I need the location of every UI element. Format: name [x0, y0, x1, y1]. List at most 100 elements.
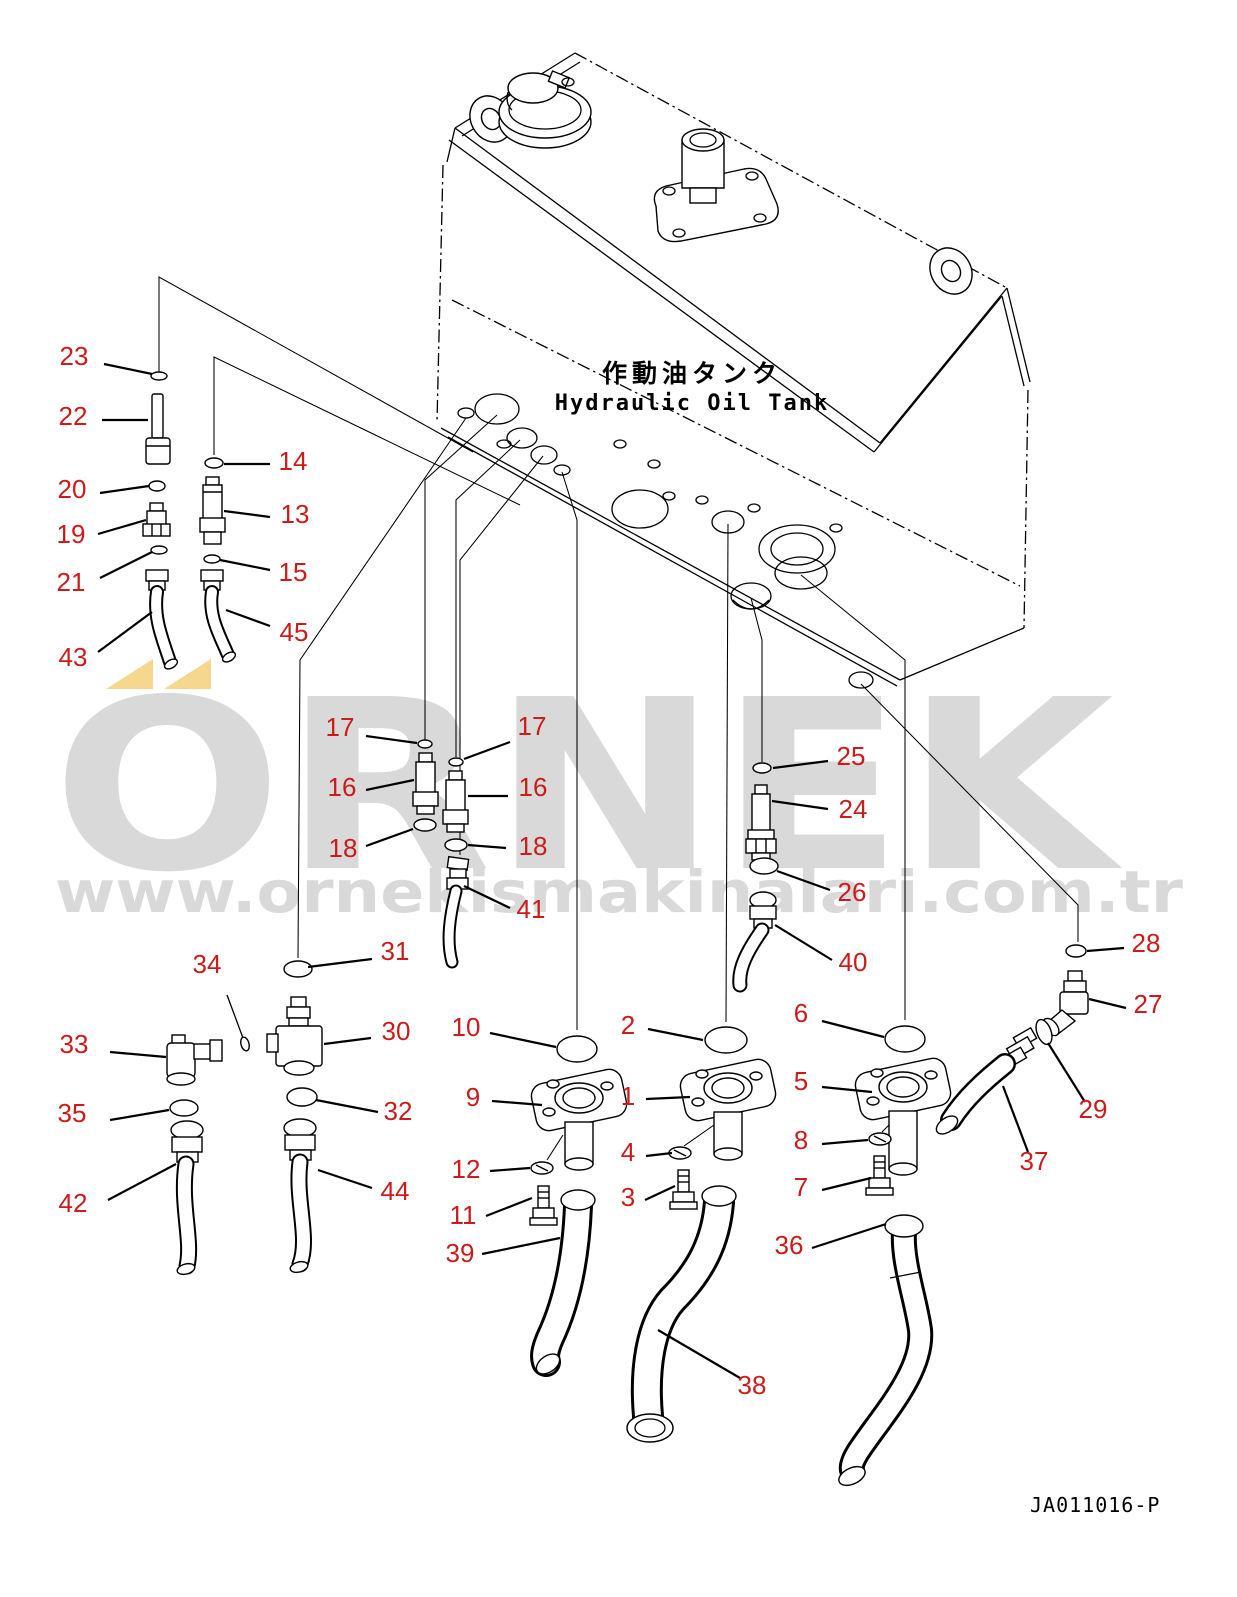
part-oring-32	[286, 1087, 318, 1107]
leader-line-39	[481, 1236, 561, 1256]
callout-number-21: 21	[57, 567, 86, 597]
callout-number-42: 42	[59, 1188, 88, 1218]
leader-line-6	[821, 1019, 885, 1039]
callout-number-43: 43	[59, 642, 88, 672]
leader-line-33	[109, 1050, 167, 1059]
diagram-title-english: Hydraulic Oil Tank	[555, 391, 829, 416]
leader-line-40	[774, 924, 833, 961]
callout-number-22: 22	[59, 401, 88, 431]
part-oring-10	[556, 1035, 598, 1063]
leader-line-5	[821, 1085, 873, 1094]
callout-number-25: 25	[837, 741, 866, 771]
callout-number-27: 27	[1134, 989, 1163, 1019]
callout-number-29: 29	[1079, 1094, 1108, 1124]
leader-line-19	[97, 518, 147, 536]
callout-number-13: 13	[281, 499, 310, 529]
callout-number-8: 8	[794, 1125, 808, 1155]
callout-number-17: 17	[518, 711, 547, 741]
callout-number-18: 18	[329, 833, 358, 863]
callout-number-39: 39	[446, 1238, 475, 1268]
part-bolt-7	[865, 1155, 894, 1196]
part-oring-6	[884, 1025, 926, 1053]
leader-line-18	[365, 827, 414, 848]
callout-layer: 2322201921431413154517161817161841313430…	[57, 341, 1163, 1400]
leader-line-10	[489, 1031, 557, 1049]
part-ring-28	[1065, 944, 1087, 958]
leader-line-12	[489, 1166, 531, 1173]
part-hose-37	[935, 1026, 1038, 1135]
leader-line-17	[365, 734, 418, 745]
callout-number-18: 18	[519, 831, 548, 861]
callout-number-10: 10	[452, 1012, 481, 1042]
watermark-url: www.ornekismakinalari.com.tr	[55, 858, 1183, 926]
callout-number-45: 45	[280, 617, 309, 647]
leader-line-13	[223, 509, 271, 519]
callout-number-28: 28	[1132, 928, 1161, 958]
part-hose-40	[732, 891, 777, 993]
part-bolt-3	[669, 1169, 698, 1210]
diagram-title-japanese: 作動油タンク	[602, 359, 782, 388]
callout-number-15: 15	[279, 557, 308, 587]
part-hose-39	[530, 1189, 596, 1377]
leader-line-9	[491, 1099, 543, 1107]
callout-number-32: 32	[384, 1096, 413, 1126]
leader-line-25	[772, 759, 829, 770]
part-hose-43	[145, 569, 179, 670]
part-ring-14	[204, 457, 224, 469]
part-ring-25	[752, 762, 772, 774]
part-ring-17-left	[417, 739, 433, 749]
part-hose-38	[626, 1185, 737, 1443]
filler-cap	[498, 70, 592, 149]
leader-line-23	[103, 362, 153, 376]
callout-number-23: 23	[60, 341, 89, 371]
part-hose-44	[283, 1118, 317, 1274]
callout-number-19: 19	[57, 519, 86, 549]
leader-line-2	[647, 1027, 704, 1042]
leader-line-35	[109, 1108, 170, 1122]
part-valve-30	[266, 996, 323, 1076]
leader-line-20	[99, 484, 150, 495]
part-fitting-16-left	[412, 752, 439, 815]
leader-line-18	[467, 843, 507, 850]
callout-number-17: 17	[326, 712, 355, 742]
drawing-number: JA011016-P	[1030, 1493, 1160, 1517]
callout-number-37: 37	[1020, 1146, 1049, 1176]
callout-number-35: 35	[58, 1098, 87, 1128]
callout-number-26: 26	[838, 877, 867, 907]
part-ring-17-right	[448, 757, 464, 767]
leader-line-8	[821, 1138, 869, 1146]
part-fitting-13	[199, 476, 226, 545]
callout-number-3: 3	[621, 1182, 635, 1212]
callout-number-6: 6	[794, 998, 808, 1028]
tank-ports	[457, 393, 874, 689]
leader-line-27	[1088, 997, 1127, 1010]
leader-line-15	[219, 558, 271, 572]
callout-number-20: 20	[58, 474, 87, 504]
exploded-parts	[142, 371, 1089, 1487]
part-oring-35	[169, 1099, 199, 1117]
part-elbow-33	[166, 1034, 223, 1086]
part-flange-5	[854, 1057, 952, 1176]
leader-line-36	[811, 1222, 887, 1250]
leader-line-11	[485, 1196, 533, 1218]
part-fitting-19	[142, 502, 171, 537]
callout-number-1: 1	[621, 1081, 635, 1111]
part-pin-34	[226, 994, 250, 1052]
callout-number-34: 34	[193, 949, 222, 979]
callout-number-5: 5	[794, 1066, 808, 1096]
leader-line-32	[315, 1098, 379, 1114]
leader-line-3	[644, 1185, 676, 1201]
callout-number-16: 16	[519, 772, 548, 802]
part-hose-36	[838, 1214, 934, 1487]
leader-line-44	[317, 1168, 373, 1190]
leader-line-16	[365, 778, 415, 792]
part-oring-31	[283, 960, 313, 978]
part-hose-42	[170, 1120, 204, 1276]
callout-number-36: 36	[775, 1230, 804, 1260]
callout-number-11: 11	[450, 1200, 477, 1230]
watermark-accent-triangle	[164, 659, 211, 689]
callout-number-2: 2	[621, 1010, 635, 1040]
leader-line-1	[645, 1095, 691, 1101]
part-flange-9	[530, 1068, 628, 1171]
